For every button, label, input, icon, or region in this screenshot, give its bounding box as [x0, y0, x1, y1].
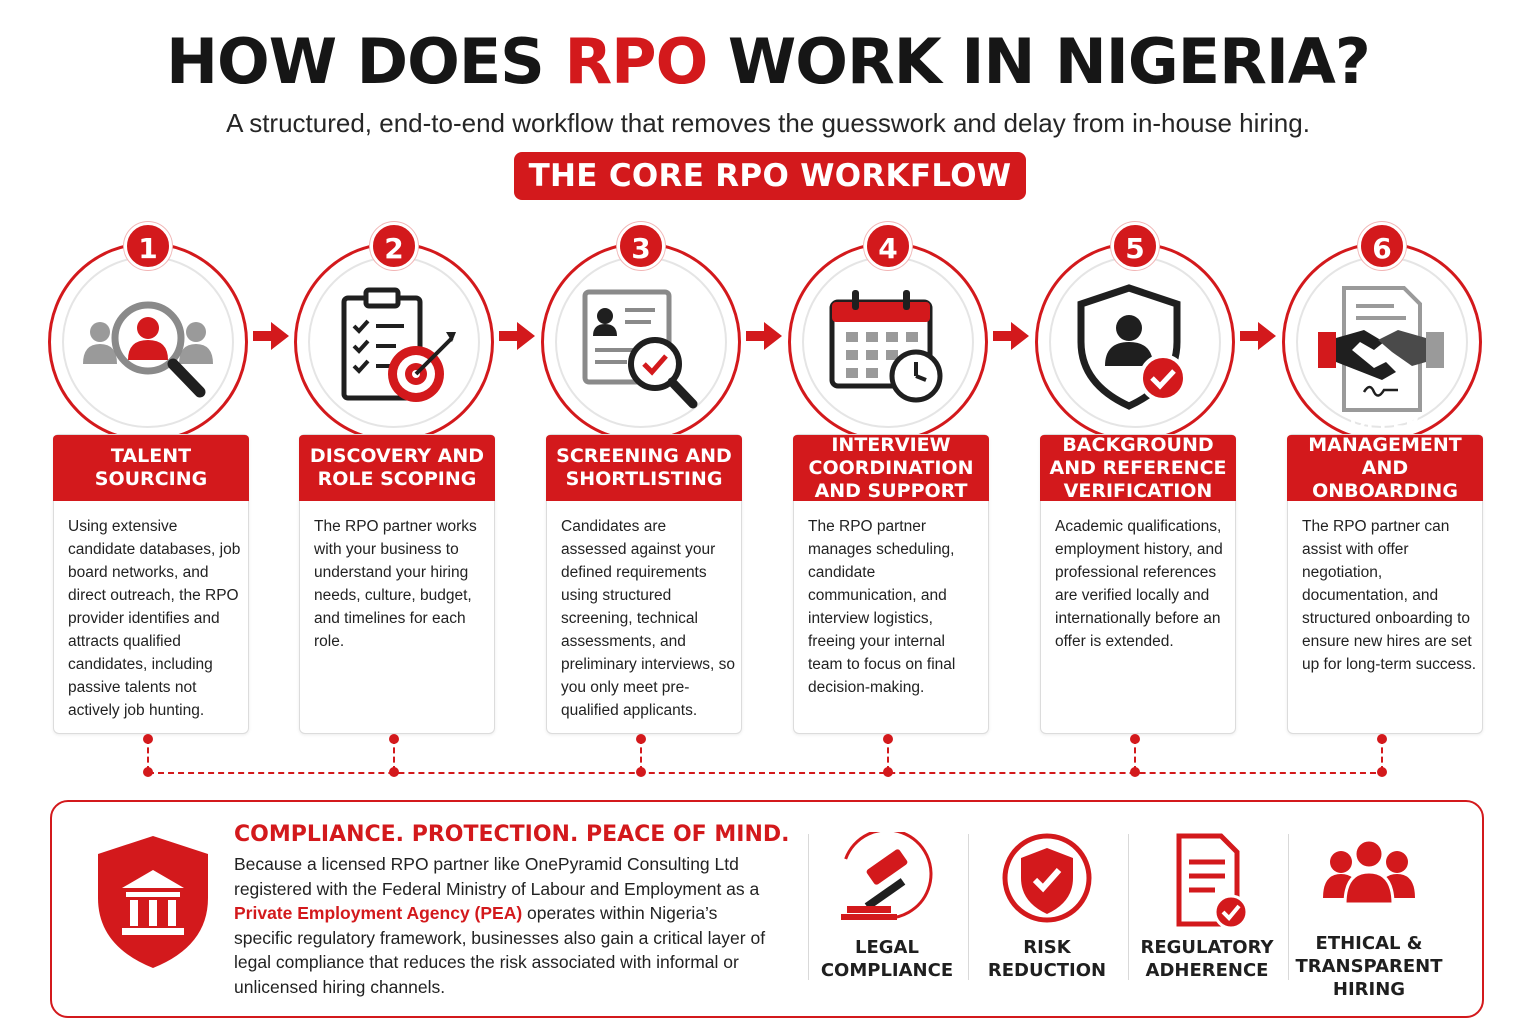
page-title: HOW DOES RPO WORK IN NIGERIA? [0, 22, 1536, 102]
step-number: 2 [370, 222, 418, 270]
step-number: 4 [864, 222, 912, 270]
arrow-right-icon [253, 322, 289, 350]
step-description: Academic qualifications, employment hist… [1055, 518, 1223, 650]
feature-legal-compliance: LEGAL COMPLIANCE [808, 832, 966, 1002]
connector-drop [640, 738, 642, 772]
step-description: The RPO partner manages scheduling, cand… [808, 518, 956, 696]
connector-dot [1130, 734, 1140, 744]
dashed-connector [148, 772, 1386, 774]
workflow-step-5: 5 BACKGROUND AND REFERENCE VERIFICATION … [1030, 222, 1240, 734]
connector-dot [143, 734, 153, 744]
step-title: OFFER MANAGEMENT AND ONBOARDING SUPPORT [1287, 411, 1483, 525]
step-number: 3 [617, 222, 665, 270]
step-title: BACKGROUND AND REFERENCE VERIFICATION [1040, 434, 1236, 502]
connector-dot [143, 767, 153, 777]
compliance-text-start: Because a licensed RPO partner like OneP… [234, 854, 760, 899]
workflow-step-2: 2 DISCOVERY AND ROLE SCOPING The RPO par… [289, 222, 499, 734]
step-number: 6 [1358, 222, 1406, 270]
step-card: BACKGROUND AND REFERENCE VERIFICATION Ac… [1040, 434, 1236, 734]
step-number: 5 [1111, 222, 1159, 270]
connector-drop [1134, 738, 1136, 772]
step-description: The RPO partner works with your business… [314, 518, 477, 650]
step-card: DISCOVERY AND ROLE SCOPING The RPO partn… [299, 434, 495, 734]
workflow-step-3: 3 SCREENING AND SHORTLISTING Candidates … [536, 222, 746, 734]
arrow-right-icon [499, 322, 535, 350]
shield-person-check-icon [1077, 284, 1187, 410]
connector-dot [1377, 734, 1387, 744]
compliance-text: Because a licensed RPO partner like OneP… [234, 852, 774, 999]
divider [1288, 834, 1289, 980]
connector-dot [1377, 767, 1387, 777]
clipboard-target-icon [341, 287, 456, 402]
arrow-right-icon [1240, 322, 1276, 350]
step-card: TALENT SOURCING Using extensive candidat… [53, 434, 249, 734]
shield-check-icon [1002, 833, 1092, 923]
connector-dot [883, 734, 893, 744]
step-card: INTERVIEW COORDINATION AND SUPPORT The R… [793, 434, 989, 734]
document-check-icon [1176, 833, 1249, 930]
calendar-clock-icon [829, 290, 943, 403]
feature-risk-reduction: RISK REDUCTION [968, 832, 1126, 1002]
step-description: Candidates are assessed against your def… [561, 518, 735, 719]
workflow-banner: THE CORE RPO WORKFLOW [514, 152, 1026, 200]
feature-label: RISK REDUCTION [987, 937, 1107, 981]
step-description: Using extensive candidate databases, job… [68, 518, 241, 719]
step-title: SCREENING AND SHORTLISTING [546, 435, 742, 501]
workflow-step-1: 1 TALENT SOURCING Using extensive candid… [43, 222, 253, 734]
resume-magnifier-icon [582, 289, 698, 409]
connector-drop [147, 738, 149, 772]
step-title: TALENT SOURCING [53, 435, 249, 501]
compliance-panel: COMPLIANCE. PROTECTION. PEACE OF MIND. B… [50, 800, 1484, 1018]
feature-label: REGULATORY ADHERENCE [1140, 937, 1274, 981]
title-accent: RPO [564, 25, 708, 98]
title-part-2: WORK IN NIGERIA? [707, 25, 1371, 98]
compliance-text-end: operates within Nigeria’s specific regul… [234, 903, 766, 997]
workflow-step-6: 6 OFFER MANAGEMENT AND ONBOARDING SUPPOR… [1277, 222, 1487, 734]
connector-dot [636, 734, 646, 744]
divider [968, 834, 969, 980]
handshake-document-icon [1318, 286, 1444, 412]
gavel-icon [841, 832, 933, 920]
step-ring [48, 242, 248, 442]
connector-dot [389, 734, 399, 744]
pea-highlight: Private Employment Agency (PEA) [234, 903, 523, 923]
step-title: DISCOVERY AND ROLE SCOPING [299, 435, 495, 501]
step-card: OFFER MANAGEMENT AND ONBOARDING SUPPORT … [1287, 411, 1483, 734]
connector-dot [389, 767, 399, 777]
people-group-icon [1323, 838, 1415, 906]
compliance-title: COMPLIANCE. PROTECTION. PEACE OF MIND. [234, 822, 790, 847]
page-subtitle: A structured, end-to-end workflow that r… [226, 108, 1310, 138]
connector-drop [393, 738, 395, 772]
connector-dot [636, 767, 646, 777]
feature-regulatory-adherence: REGULATORY ADHERENCE [1128, 832, 1286, 1002]
step-number: 1 [124, 222, 172, 270]
connector-drop [1381, 738, 1383, 772]
divider [808, 834, 809, 980]
feature-label: ETHICAL & TRANSPARENT HIRING [1295, 933, 1443, 1000]
feature-ethical-hiring: ETHICAL & TRANSPARENT HIRING [1290, 832, 1448, 1002]
feature-label: LEGAL COMPLIANCE [820, 937, 954, 981]
shield-building-icon [98, 836, 208, 968]
step-title: INTERVIEW COORDINATION AND SUPPORT [793, 434, 989, 502]
connector-dot [1130, 767, 1140, 777]
connector-drop [887, 738, 889, 772]
step-card: SCREENING AND SHORTLISTING Candidates ar… [546, 434, 742, 734]
connector-dot [883, 767, 893, 777]
arrow-right-icon [746, 322, 782, 350]
step-description: The RPO partner can assist with offer ne… [1302, 518, 1477, 673]
workflow-step-4: 4 INTERVIEW COORDINATION AND SUPPORT The… [783, 222, 993, 734]
arrow-right-icon [993, 322, 1029, 350]
talent-search-icon [83, 301, 213, 398]
divider [1128, 834, 1129, 980]
title-part-1: HOW DOES [166, 25, 565, 98]
